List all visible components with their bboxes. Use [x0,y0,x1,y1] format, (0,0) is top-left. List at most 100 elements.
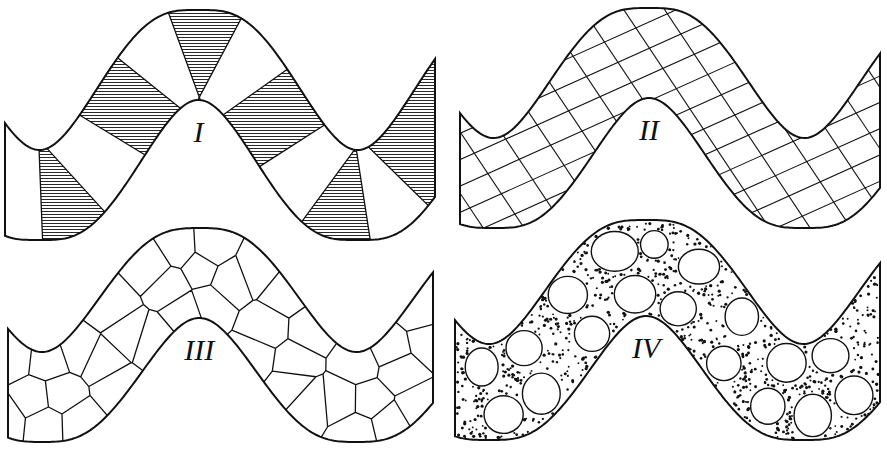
matrix-grain [465,399,467,401]
matrix-grain [876,389,879,392]
matrix-grain [693,321,695,323]
matrix-grain [769,334,772,337]
matrix-grain [542,316,544,318]
matrix-grain [842,318,844,320]
matrix-grain [463,435,466,438]
matrix-grain [545,300,547,302]
matrix-grain [636,226,638,228]
matrix-grain [862,314,864,316]
matrix-grain [461,427,464,430]
matrix-grain [857,354,859,356]
matrix-grain [840,425,843,428]
matrix-grain [847,416,849,418]
matrix-grain [734,286,737,289]
matrix-grain [855,330,858,333]
matrix-grain [857,322,860,325]
matrix-grain [745,353,748,356]
matrix-grain [698,293,700,295]
matrix-grain [805,386,808,389]
matrix-grain [598,268,601,271]
matrix-grain [472,435,475,438]
matrix-grain [816,371,818,373]
matrix-grain [871,368,874,371]
matrix-grain [875,360,878,363]
layer-pattern [0,0,493,455]
matrix-grain [498,436,501,439]
matrix-grain [803,345,806,348]
pebble [591,232,638,272]
matrix-grain [705,285,707,287]
matrix-grain [742,365,744,367]
layer-fill [460,8,880,228]
matrix-grain [608,279,611,282]
matrix-grain [742,400,745,403]
layer-outline [5,10,435,240]
matrix-grain [558,354,561,357]
matrix-grain [869,313,872,316]
matrix-grain [461,385,464,388]
layer-fill [8,228,433,442]
matrix-grain [757,358,759,360]
matrix-grain [520,379,523,382]
matrix-grain [590,277,592,279]
matrix-grain [700,316,703,319]
matrix-grain [825,396,828,399]
matrix-grain [697,292,700,295]
matrix-grain [765,378,768,381]
matrix-grain [585,362,587,364]
matrix-grain [686,243,688,245]
matrix-grain [747,401,749,403]
matrix-grain [466,342,468,344]
matrix-grain [698,320,700,322]
joint-line [450,0,887,286]
matrix-grain [673,227,675,229]
matrix-grain [686,234,689,237]
matrix-grain [833,402,835,404]
matrix-grain [857,344,859,346]
matrix-grain [724,303,727,306]
matrix-grain [573,270,576,273]
matrix-grain [776,428,779,431]
joint-line [450,0,887,164]
matrix-grain [477,386,480,389]
matrix-grain [718,342,720,344]
matrix-grain [739,377,741,379]
matrix-grain [877,337,879,339]
matrix-grain [576,266,579,269]
matrix-grain [527,431,529,433]
matrix-grain [585,365,588,368]
matrix-grain [786,429,788,431]
matrix-grain [548,352,551,355]
matrix-grain [586,304,589,307]
matrix-grain [566,388,568,390]
matrix-grain [565,322,568,325]
matrix-grain [745,293,748,296]
matrix-grain [657,294,660,297]
matrix-grain [860,356,863,359]
matrix-grain [749,383,751,385]
matrix-grain [586,244,589,247]
matrix-grain [584,356,587,359]
matrix-grain [859,294,862,297]
matrix-grain [661,225,664,228]
pebble [574,316,609,351]
matrix-grain [507,374,510,377]
matrix-grain [662,273,665,276]
matrix-grain [789,415,791,417]
matrix-grain [674,284,677,287]
matrix-grain [663,284,665,286]
matrix-grain [477,415,480,418]
matrix-grain [742,356,744,358]
matrix-grain [503,353,505,355]
joint-line [450,0,887,112]
matrix-grain [513,432,515,434]
matrix-grain [485,437,487,439]
matrix-grain [669,223,672,226]
matrix-grain [871,353,873,355]
matrix-grain [709,304,711,306]
matrix-grain [835,330,838,333]
matrix-grain [824,434,827,437]
stripe-boundary [63,105,161,165]
matrix-grain [594,294,597,297]
matrix-grain [679,230,682,233]
